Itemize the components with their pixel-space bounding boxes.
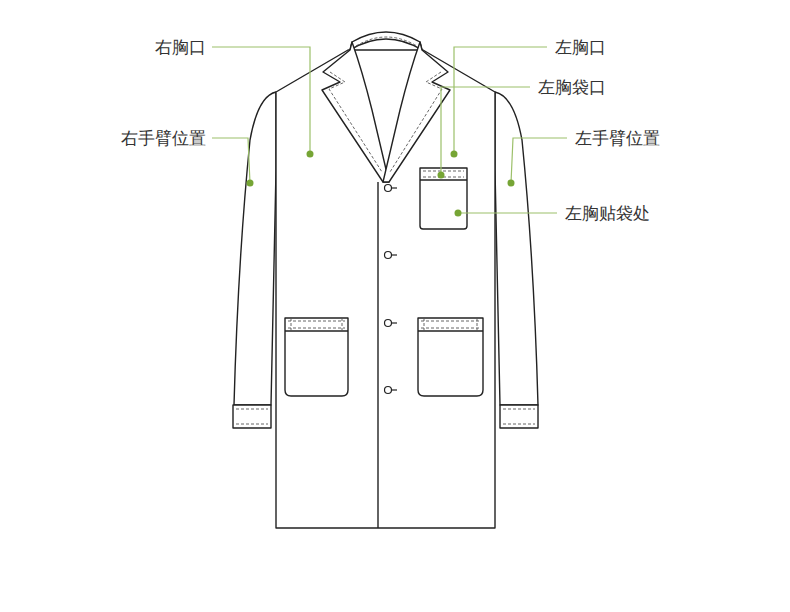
- right-cuff: [233, 405, 271, 428]
- leader-line: [441, 87, 530, 175]
- pocket-band: [285, 330, 348, 331]
- part-label: 左手臂位置: [575, 128, 660, 148]
- pocket-band: [420, 179, 467, 180]
- right-pocket: [285, 318, 348, 396]
- part-label: 右胸口: [155, 37, 206, 57]
- pocket-band: [418, 330, 483, 331]
- stitching: [236, 37, 535, 424]
- button: [385, 387, 392, 394]
- stitch: [288, 321, 480, 328]
- button: [385, 320, 392, 327]
- stitch: [291, 318, 477, 331]
- leader-dots: [247, 151, 515, 217]
- leader-lines: [212, 47, 567, 213]
- left-lapel: [383, 42, 450, 182]
- part-label: 左胸贴袋处: [565, 203, 650, 223]
- placket-line: [377, 182, 378, 528]
- buttonhole: [392, 254, 397, 255]
- chest-pocket: [420, 168, 467, 229]
- left-pocket: [418, 318, 483, 396]
- coat-body: [276, 50, 495, 528]
- leader-dot: [438, 172, 445, 179]
- coat: [233, 32, 538, 528]
- buttonhole: [392, 322, 397, 323]
- stitch: [236, 409, 535, 424]
- leader-dot: [247, 180, 254, 187]
- collar-stand: [350, 32, 422, 50]
- leader-line: [511, 138, 567, 183]
- left-sleeve: [495, 92, 538, 405]
- leader-dot: [307, 151, 314, 158]
- part-label: 左胸袋口: [538, 77, 606, 97]
- leader-line: [458, 212, 557, 213]
- leader-dot: [451, 151, 458, 158]
- part-label: 左胸口: [555, 37, 606, 57]
- left-cuff: [500, 405, 538, 428]
- stitch: [390, 72, 442, 172]
- buttonhole: [392, 389, 397, 390]
- right-lapel: [322, 42, 389, 182]
- leader-dot: [508, 180, 515, 187]
- stitch: [356, 37, 417, 46]
- right-sleeve: [234, 92, 276, 405]
- stitch: [329, 72, 382, 172]
- buttonhole: [392, 187, 397, 188]
- leader-line: [212, 138, 250, 183]
- part-label: 右手臂位置: [121, 128, 206, 148]
- button: [385, 185, 392, 192]
- buttons: [385, 185, 398, 394]
- button: [385, 252, 392, 259]
- leader-dot: [455, 210, 462, 217]
